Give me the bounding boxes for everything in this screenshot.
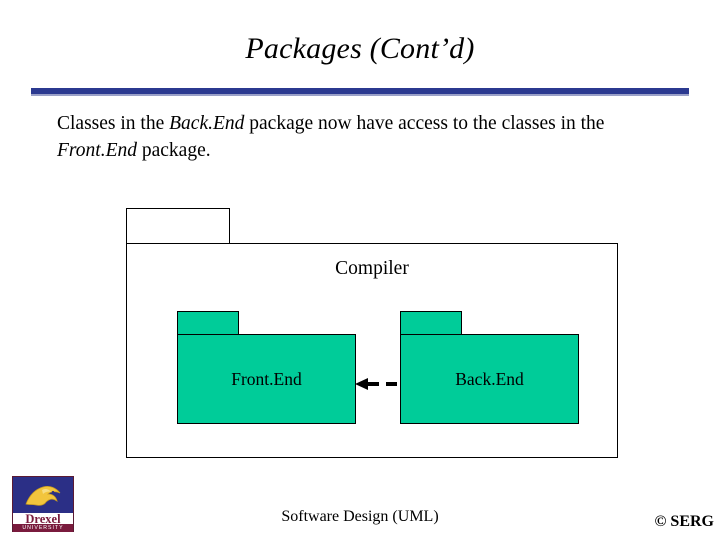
package-body-frontend — [177, 334, 356, 424]
drexel-wordmark: Drexel — [25, 512, 61, 526]
dragon-icon — [25, 485, 61, 506]
package-label-frontend: Front.End — [231, 368, 302, 389]
body-text-emphasis-backend: Back.End — [169, 113, 245, 134]
body-text-lead: Classes in the — [57, 113, 170, 134]
title-divider — [31, 88, 689, 96]
body-paragraph: Classes in the Back.End package now have… — [57, 110, 677, 164]
body-text-middle: package now have access to the classes i… — [244, 113, 605, 134]
package-label-backend: Back.End — [455, 368, 524, 389]
package-tab-frontend — [177, 311, 239, 335]
drexel-crest-icon — [13, 477, 73, 513]
body-text-tail: package. — [136, 140, 211, 161]
body-text-emphasis-frontend: Front.End — [57, 140, 137, 161]
footer-course-label: Software Design (UML) — [281, 508, 439, 525]
package-tab-backend — [400, 311, 462, 335]
package-label-compiler: Compiler — [335, 258, 409, 279]
dependency-arrow-icon — [355, 378, 401, 390]
footer-copyright: © SERG — [654, 513, 714, 530]
drexel-logo: Drexel UNIVERSITY — [12, 476, 74, 532]
package-tab-compiler — [126, 208, 230, 244]
package-body-backend — [400, 334, 579, 424]
page-title: Packages (Cont’d) — [245, 32, 475, 65]
drexel-university-label: UNIVERSITY — [13, 524, 73, 532]
